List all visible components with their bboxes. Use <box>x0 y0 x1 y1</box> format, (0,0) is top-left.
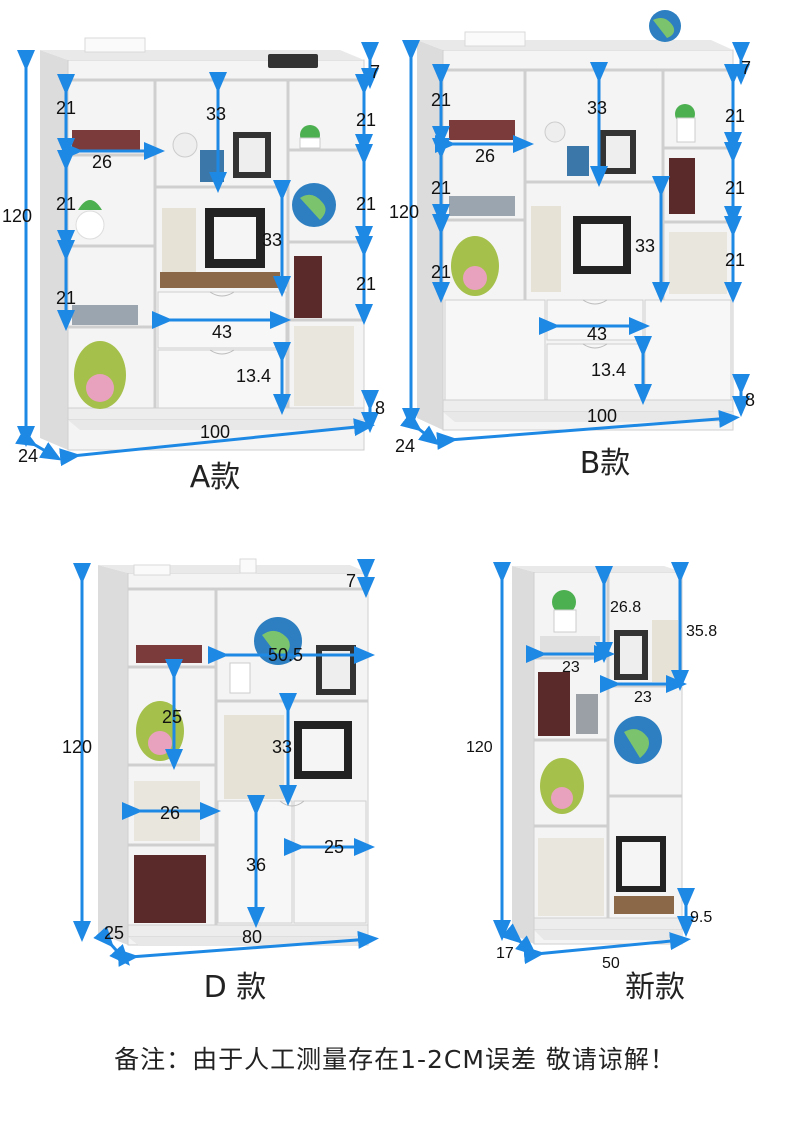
dim-b-left-h2: 21 <box>431 178 451 198</box>
dim-b-depth: 24 <box>395 436 415 456</box>
dim-a-mid-h1: 33 <box>206 104 226 124</box>
dim-b-top: 7 <box>741 58 751 78</box>
dimension-lines-a <box>15 42 379 467</box>
dim-new-base: 9.5 <box>690 909 712 926</box>
dim-new-right-h: 35.8 <box>686 623 717 640</box>
dim-d-mid-h: 33 <box>272 737 292 757</box>
bookshelf-new <box>512 566 683 945</box>
dim-d-door-h: 36 <box>246 855 266 875</box>
dim-b-base: 8 <box>745 390 755 410</box>
dim-new-right-w: 23 <box>634 689 652 706</box>
dim-d-left-w: 26 <box>160 803 180 823</box>
dim-a-left-h2: 21 <box>56 194 76 214</box>
dim-d-left-h: 25 <box>162 707 182 727</box>
dim-d-height: 120 <box>62 737 92 757</box>
dim-new-depth: 17 <box>496 945 514 962</box>
dim-new-height: 120 <box>466 739 493 756</box>
dim-a-left-w: 26 <box>92 152 112 172</box>
dim-d-width: 80 <box>242 927 262 947</box>
dim-b-drawer-h: 13.4 <box>591 360 626 380</box>
dim-b-drawer-w: 43 <box>587 324 607 344</box>
dim-b-left-h1: 21 <box>431 90 451 110</box>
dim-a-width: 100 <box>200 422 230 442</box>
dim-a-right-h2: 21 <box>356 194 376 214</box>
dim-b-height: 120 <box>389 202 419 222</box>
model-a-diagram: 120 24 100 8 7 21 21 21 26 33 33 43 13.4… <box>0 20 395 490</box>
dim-b-left-h3: 21 <box>431 262 451 282</box>
dim-new-width: 50 <box>602 955 620 972</box>
dim-b-mid-h1: 33 <box>587 98 607 118</box>
dimension-lines-b <box>400 40 750 450</box>
caption-d: D 款 <box>203 970 267 1005</box>
model-b-diagram: 120 24 100 8 7 21 21 21 26 33 33 43 13.4… <box>389 10 790 480</box>
model-new-diagram: 120 17 50 9.5 26.8 35.8 23 23 <box>460 560 760 972</box>
model-d-diagram: 120 25 80 7 50.5 25 26 33 36 25 <box>40 555 390 967</box>
dim-a-depth: 24 <box>18 446 38 466</box>
dim-a-drawer-h: 13.4 <box>236 366 271 386</box>
dimension-lines-new <box>493 562 695 965</box>
dim-new-left-w: 23 <box>562 659 580 676</box>
dim-a-top: 7 <box>370 62 380 82</box>
dim-a-base: 8 <box>375 398 385 418</box>
caption-b: B款 <box>579 446 631 481</box>
measurement-note: 备注：由于人工测量存在1-2CM误差 敬请谅解！ <box>114 1045 676 1074</box>
bookshelf-b <box>417 10 734 431</box>
dim-a-drawer-w: 43 <box>212 322 232 342</box>
dim-a-right-h1: 21 <box>356 110 376 130</box>
dim-b-right-h2: 21 <box>725 178 745 198</box>
dim-a-mid-h2: 33 <box>262 230 282 250</box>
dim-a-left-h3: 21 <box>56 288 76 308</box>
dim-b-width: 100 <box>587 406 617 426</box>
caption-new: 新款 <box>625 970 685 1005</box>
dim-d-mid-w: 50.5 <box>268 645 303 665</box>
bookshelf-a <box>40 37 365 451</box>
dim-new-top-h: 26.8 <box>610 599 641 616</box>
dim-d-depth: 25 <box>104 923 124 943</box>
caption-a: A款 <box>189 460 241 495</box>
bookshelf-d <box>98 558 369 946</box>
dim-b-right-h1: 21 <box>725 106 745 126</box>
dim-b-mid-h2: 33 <box>635 236 655 256</box>
dim-b-left-w: 26 <box>475 146 495 166</box>
dim-d-top: 7 <box>346 571 356 591</box>
dim-d-door-w: 25 <box>324 837 344 857</box>
dim-a-height: 120 <box>2 206 32 226</box>
dim-b-right-h3: 21 <box>725 250 745 270</box>
dim-a-right-h3: 21 <box>356 274 376 294</box>
dim-a-left-h1: 21 <box>56 98 76 118</box>
dimension-lines-d <box>73 559 379 967</box>
